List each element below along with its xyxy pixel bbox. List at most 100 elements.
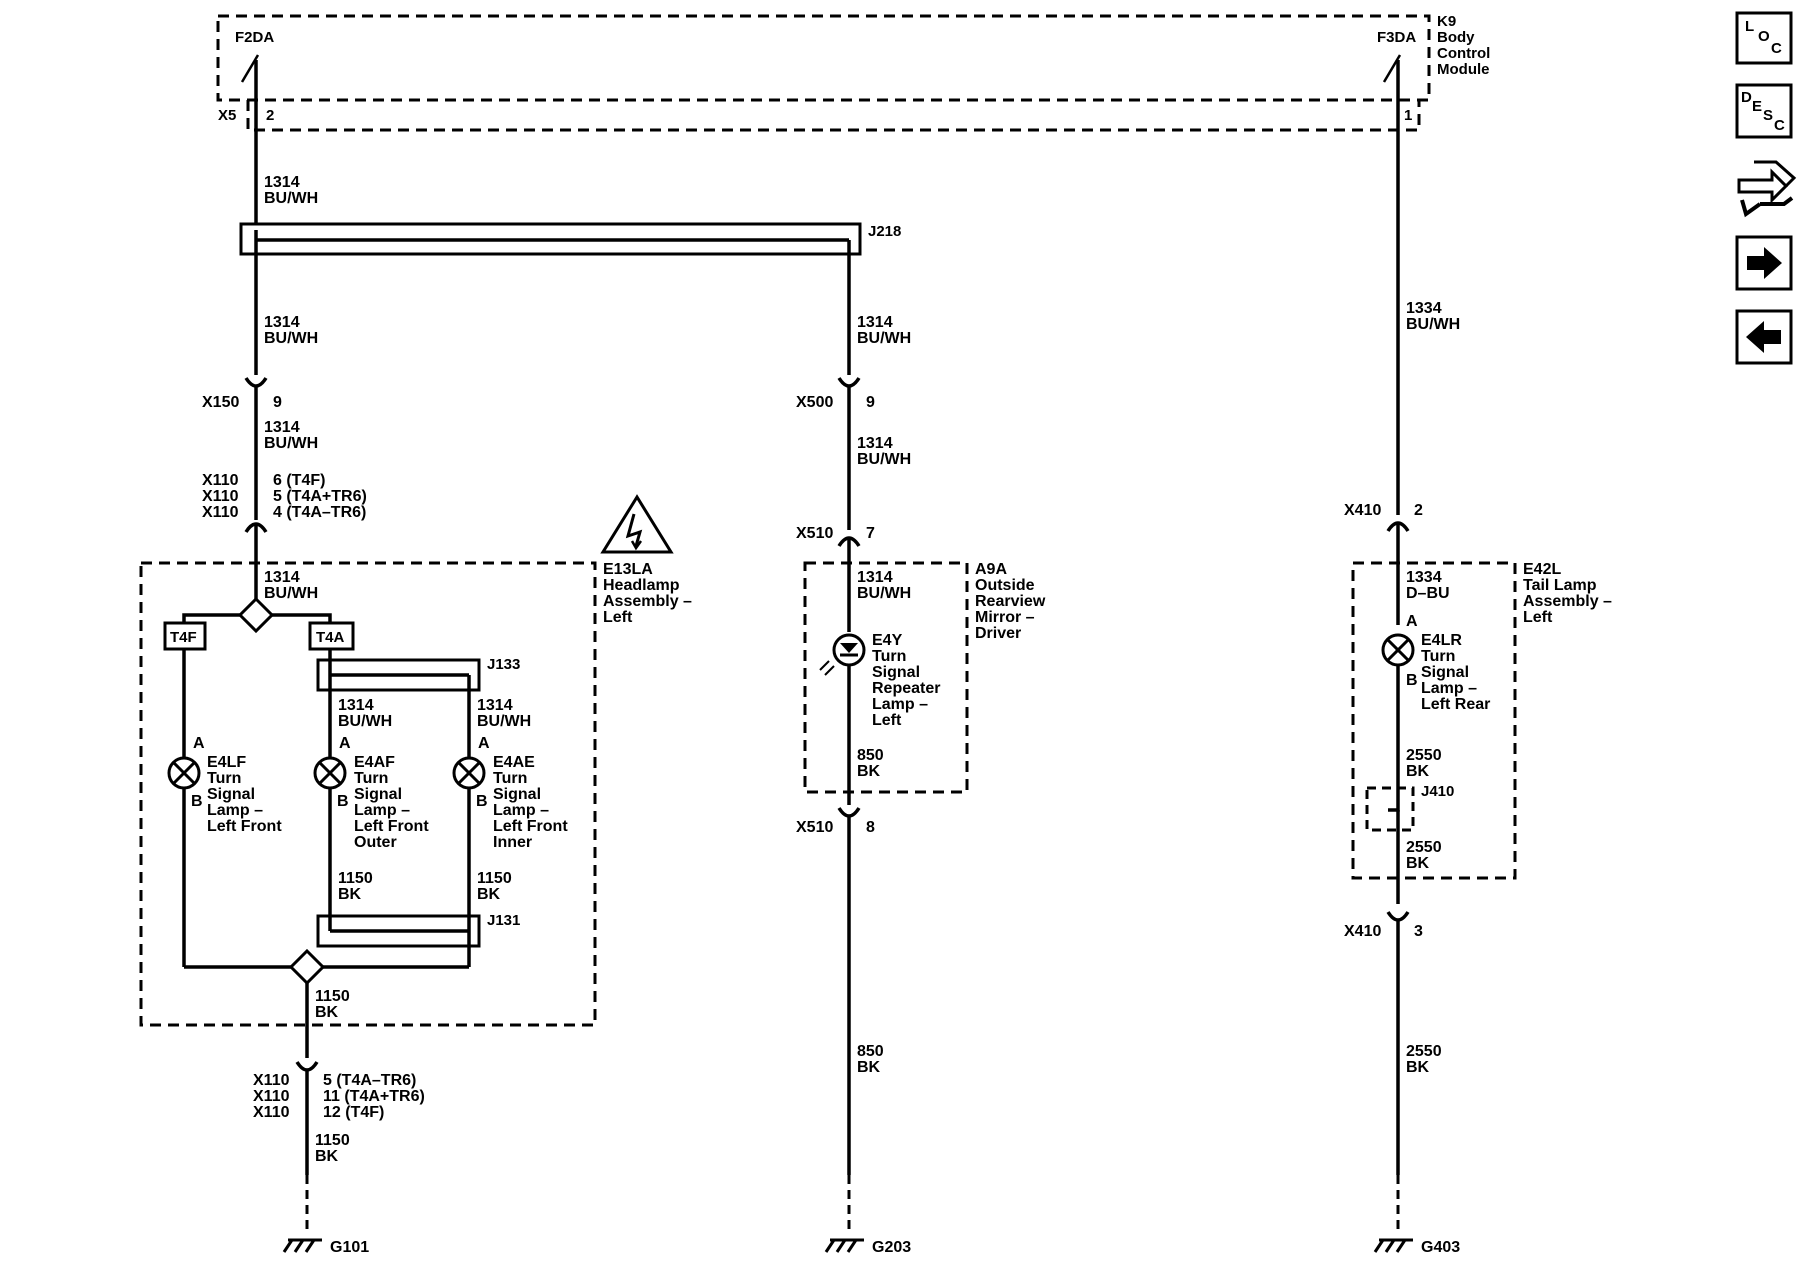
e4lf-name-3: Lamp – — [207, 802, 263, 819]
e4y-name-5: Left — [872, 712, 902, 729]
body-control-module: F2DA F3DA K9 Body Control Module X5 2 1 — [216, 13, 1490, 132]
desc-letter-s: S — [1763, 107, 1773, 124]
x500-label: X500 — [796, 394, 833, 411]
x110-bottom-label-2: X110 — [253, 1088, 290, 1105]
wire-1334-color-b: D–BU — [1406, 585, 1450, 602]
e4af-pin-a: A — [339, 735, 351, 752]
e4lr-name-3: Lamp – — [1421, 680, 1477, 697]
e4y-name-3: Repeater — [872, 680, 940, 697]
x410-bottom-label: X410 — [1344, 923, 1381, 940]
description-button[interactable]: D E S C — [1735, 83, 1793, 139]
wire-1314-circuit-g: 1314 — [857, 314, 893, 331]
esd-warning-icon — [600, 494, 674, 554]
wire-1150-circuit-a: 1150 — [338, 870, 373, 887]
module-name-3: Module — [1437, 61, 1490, 78]
x510-bottom-pin: 8 — [866, 819, 875, 836]
wire-1314-color-e: BU/WH — [338, 713, 392, 730]
loc-letter-l: L — [1745, 18, 1754, 35]
e4af-name-3: Lamp – — [354, 802, 410, 819]
e4ae-name-4: Left Front — [493, 818, 568, 835]
wire-1314-circuit-f: 1314 — [477, 697, 513, 714]
desc-letter-c: C — [1774, 117, 1785, 134]
x410-bottom-pin: 3 — [1414, 923, 1423, 940]
bottom-splice-diamond — [288, 948, 326, 986]
wire-1314-circuit-b: 1314 — [264, 314, 300, 331]
e4af-ref: E4AF — [354, 754, 395, 771]
e4lf-name-4: Left Front — [207, 818, 282, 835]
x110-top-pin-3: 4 (T4A–TR6) — [273, 504, 366, 521]
wire-1150-circuit-c: 1150 — [315, 988, 350, 1005]
j410-splice-block — [1365, 786, 1415, 832]
x5-left-pin: 2 — [266, 107, 274, 124]
e4ae-name-2: Signal — [493, 786, 541, 803]
ground-g101-label: G101 — [330, 1239, 369, 1256]
ground-g203-icon — [824, 1238, 864, 1253]
lamp-e4lr-icon — [1381, 633, 1415, 667]
wire-1314-color-b: BU/WH — [264, 330, 318, 347]
e4ae-name-5: Inner — [493, 834, 532, 851]
mirror-name-1: Outside — [975, 577, 1035, 594]
tail-ref: E42L — [1523, 561, 1561, 578]
lamp-e4lf-icon — [167, 756, 201, 790]
wire-2550-color-a: BK — [1406, 763, 1430, 780]
tail-name-2: Assembly – — [1523, 593, 1612, 610]
wire-2550-color-b: BK — [1406, 855, 1430, 872]
rear-circuit: 1334 BU/WH X410 2 E42L Tail Lamp Assembl… — [1344, 130, 1612, 1256]
wire-1314-circuit-d: 1314 — [264, 569, 300, 586]
wire-1150-circuit-d: 1150 — [315, 1132, 350, 1149]
x410-top-label: X410 — [1344, 502, 1381, 519]
location-button[interactable]: L O C — [1735, 11, 1793, 65]
j133-label: J133 — [487, 656, 520, 673]
loc-letter-o: O — [1758, 28, 1770, 45]
wire-1314-circuit-c: 1314 — [264, 419, 300, 436]
x110-top-pin-2: 5 (T4A+TR6) — [273, 488, 367, 505]
ground-g101-icon — [282, 1238, 322, 1253]
wire-2550-circuit-a: 2550 — [1406, 747, 1442, 764]
desc-letter-d: D — [1741, 89, 1752, 106]
left-front-circuit: J218 1314 BU/WH 1314 BU/WH X150 9 1314 B… — [139, 130, 901, 1256]
e4ae-name-3: Lamp – — [493, 802, 549, 819]
e4y-name-2: Signal — [872, 664, 920, 681]
headlamp-ref: E13LA — [603, 561, 653, 578]
x110-bottom-pin-2: 11 (T4A+TR6) — [323, 1088, 425, 1105]
e4lf-ref: E4LF — [207, 754, 246, 771]
j131-label: J131 — [487, 912, 520, 929]
lamp-e4af-icon — [313, 756, 347, 790]
j218-label: J218 — [868, 223, 901, 240]
ground-g203-label: G203 — [872, 1239, 911, 1256]
previous-page-button[interactable] — [1735, 309, 1793, 365]
desc-letter-e: E — [1752, 98, 1762, 115]
wire-1150-color-c: BK — [315, 1004, 339, 1021]
x150-pin: 9 — [273, 394, 282, 411]
wire-1314-circuit-i: 1314 — [857, 569, 893, 586]
e4ae-name-1: Turn — [493, 770, 527, 787]
wire-1150-circuit-b: 1150 — [477, 870, 512, 887]
x110-bottom-pin-1: 5 (T4A–TR6) — [323, 1072, 416, 1089]
e4y-name-4: Lamp – — [872, 696, 928, 713]
tail-name-1: Tail Lamp — [1523, 577, 1597, 594]
headlamp-name-1: Headlamp — [603, 577, 680, 594]
wire-1314-color-f: BU/WH — [477, 713, 531, 730]
x110-bottom-pin-3: 12 (T4F) — [323, 1104, 384, 1121]
module-name-2: Control — [1437, 45, 1490, 62]
mirror-name-2: Rearview — [975, 593, 1046, 610]
connector-icon — [1737, 160, 1797, 218]
headlamp-name-3: Left — [603, 609, 633, 626]
e4af-name-5: Outer — [354, 834, 397, 851]
lamp-e4y-led-icon — [819, 633, 866, 676]
e4lf-name-2: Signal — [207, 786, 255, 803]
j410-label: J410 — [1421, 783, 1454, 800]
x150-label: X150 — [202, 394, 239, 411]
connector-view-button[interactable] — [1737, 160, 1797, 218]
e4lf-pin-a: A — [193, 735, 205, 752]
mirror-ref: A9A — [975, 561, 1007, 578]
wire-1334-circuit-b: 1334 — [1406, 569, 1442, 586]
mirror-name-4: Driver — [975, 625, 1021, 642]
wire-1314-circuit-e: 1314 — [338, 697, 374, 714]
mirror-assembly-box — [803, 561, 969, 794]
next-page-button[interactable] — [1735, 235, 1793, 291]
wire-1314-color-c: BU/WH — [264, 435, 318, 452]
e4ae-pin-b: B — [476, 793, 488, 810]
tail-name-3: Left — [1523, 609, 1553, 626]
